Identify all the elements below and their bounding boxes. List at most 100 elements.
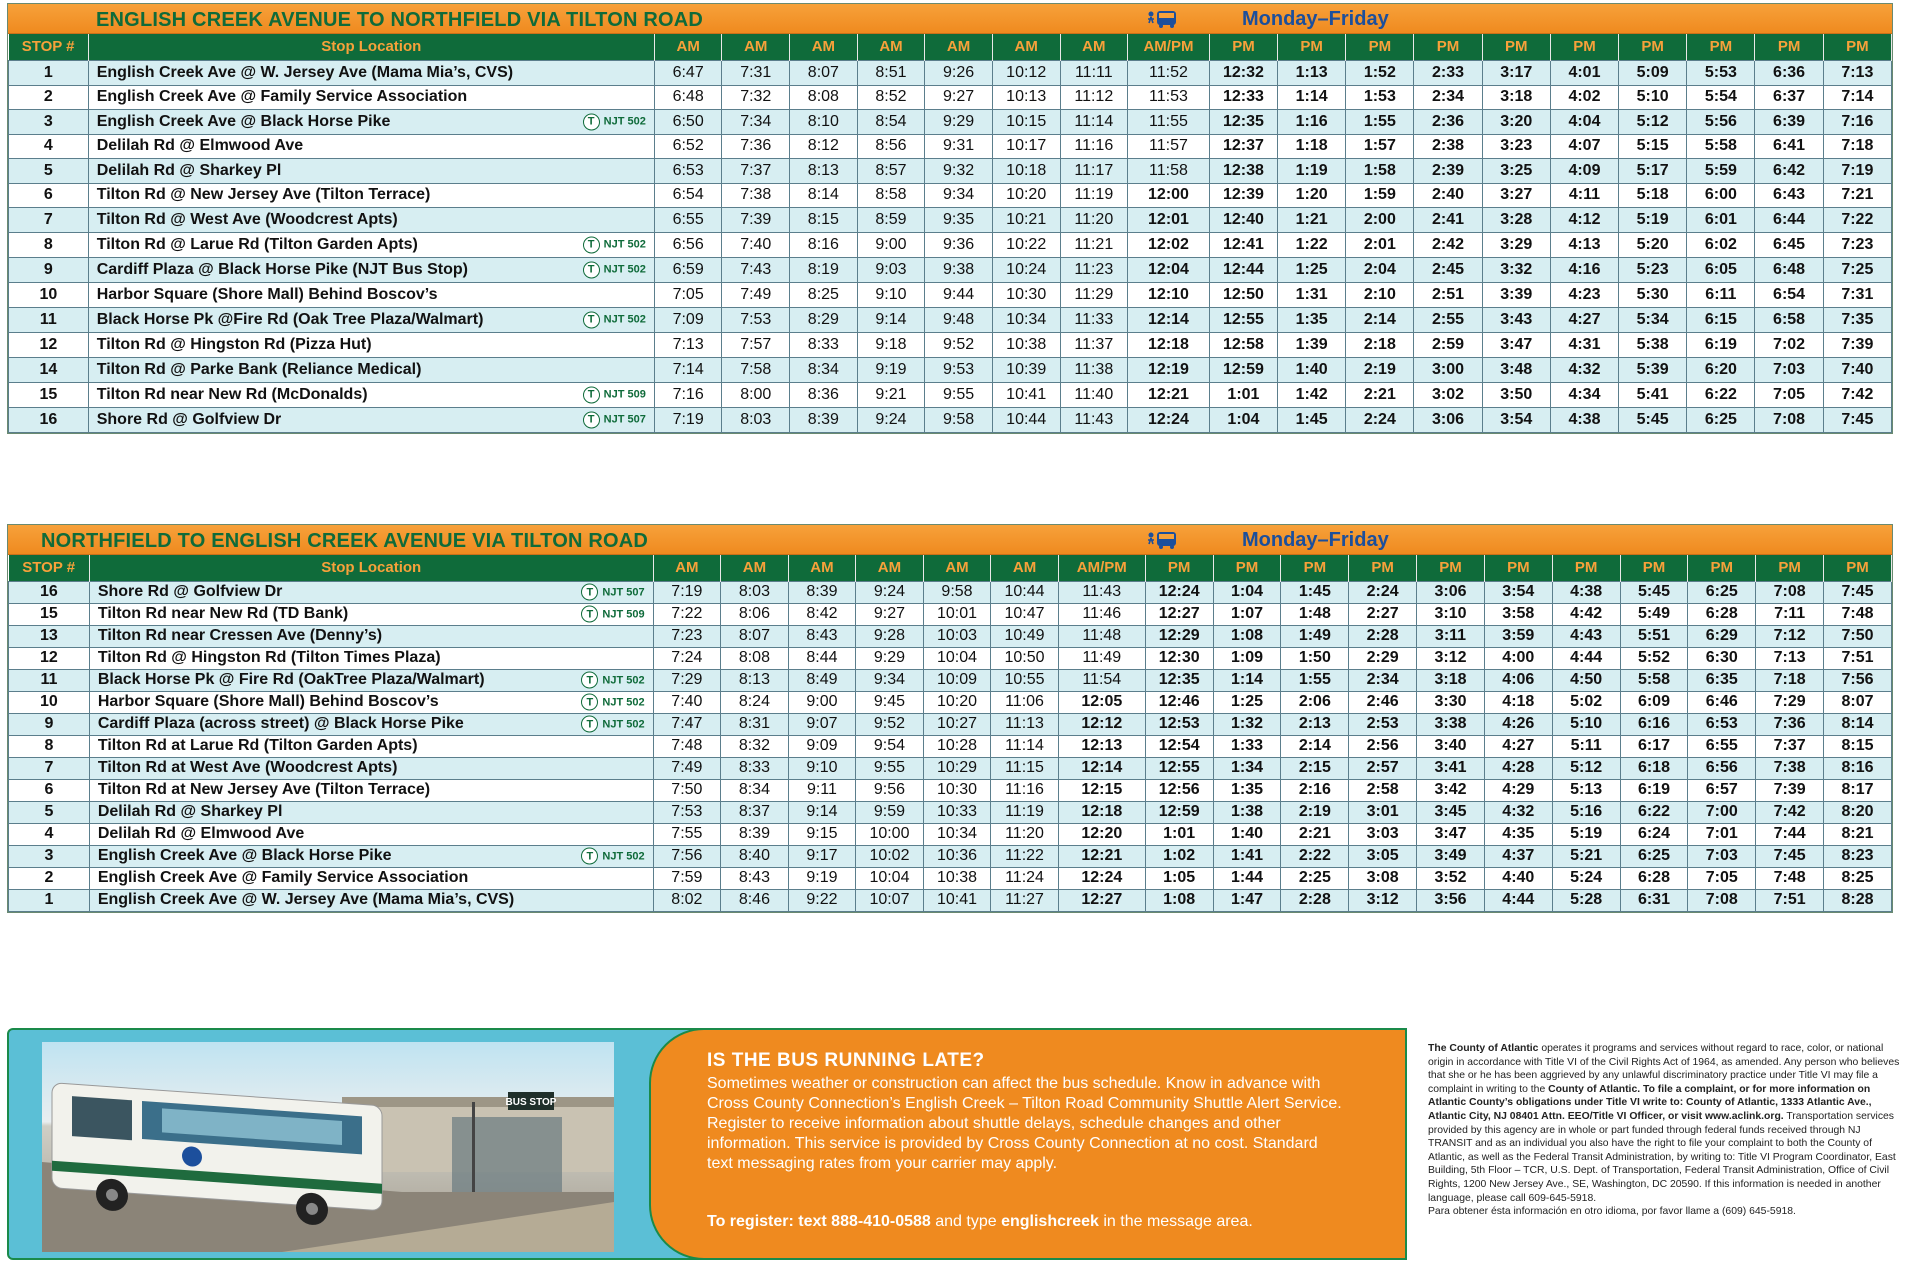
stop-number: 7: [8, 756, 90, 780]
departure-time: 5:19: [1551, 822, 1621, 846]
departure-time: 7:21: [1822, 182, 1893, 208]
header-period: PM: [1145, 555, 1214, 581]
departure-time: 10:02: [855, 844, 924, 868]
departure-time: 3:47: [1481, 331, 1551, 358]
departure-time: 12:54: [1144, 734, 1214, 758]
departure-time: 8:14: [1823, 712, 1892, 736]
departure-time: 12:27: [1057, 888, 1146, 912]
departure-time: 1:13: [1277, 59, 1347, 86]
header-period: PM: [1550, 34, 1620, 60]
departure-time: 4:18: [1483, 690, 1553, 714]
departure-time: 6:02: [1686, 231, 1756, 258]
departure-time: 12:41: [1208, 231, 1279, 258]
departure-time: 6:28: [1687, 602, 1757, 626]
departure-time: 7:13: [653, 331, 723, 358]
departure-time: 10:22: [991, 231, 1061, 258]
departure-time: 1:44: [1212, 866, 1282, 890]
departure-time: 4:27: [1549, 306, 1620, 333]
njt-route-label: NJT 509: [602, 608, 645, 620]
departure-time: 5:45: [1618, 406, 1688, 433]
departure-time: 7:58: [721, 356, 791, 383]
departure-time: 2:36: [1413, 108, 1483, 135]
departure-time: 8:49: [787, 668, 857, 692]
departure-time: 7:09: [653, 306, 723, 333]
departure-time: 5:39: [1618, 356, 1688, 383]
stop-location-cell: Tilton Rd @ Hingston Rd (Tilton Times Pl…: [88, 646, 654, 670]
title-vi-notice: The County of Atlantic operates it progr…: [1428, 1042, 1906, 1219]
departure-time: 11:15: [990, 756, 1059, 780]
departure-time: 4:44: [1551, 646, 1621, 670]
departure-time: 2:58: [1348, 778, 1418, 802]
departure-time: 8:08: [789, 84, 858, 110]
departure-time: 3:54: [1483, 580, 1553, 604]
departure-time: 8:32: [720, 734, 789, 758]
departure-time: 5:52: [1619, 646, 1689, 670]
departure-time: 12:46: [1144, 690, 1214, 714]
legal-spanish: Para obtener ésta información en otro id…: [1428, 1206, 1796, 1218]
departure-time: 11:58: [1127, 157, 1210, 184]
departure-time: 6:00: [1686, 182, 1756, 208]
departure-time: 6:29: [1687, 624, 1757, 648]
departure-time: 3:06: [1413, 406, 1483, 433]
departure-time: 9:21: [856, 381, 926, 408]
departure-time: 5:53: [1686, 59, 1756, 86]
departure-time: 2:56: [1348, 734, 1418, 758]
departure-time: 3:28: [1481, 206, 1551, 233]
stop-number: 6: [8, 778, 90, 802]
header-period: AM: [721, 34, 791, 60]
departure-time: 3:39: [1481, 281, 1551, 308]
departure-time: 1:38: [1212, 800, 1282, 824]
departure-time: 1:02: [1144, 844, 1214, 868]
legal-text: operates it programs and services withou…: [1428, 1043, 1900, 1095]
departure-time: 1:32: [1212, 712, 1282, 736]
departure-time: 1:47: [1212, 888, 1282, 912]
departure-time: 7:49: [721, 281, 791, 308]
departure-time: 9:27: [924, 84, 993, 110]
departure-time: 3:59: [1483, 624, 1553, 648]
departure-time: 4:12: [1549, 206, 1620, 233]
transit-t-icon: T: [581, 847, 599, 865]
departure-time: 1:16: [1277, 108, 1347, 135]
departure-time: 4:11: [1549, 182, 1620, 208]
departure-time: 7:16: [653, 381, 723, 408]
header-period: PM: [1213, 555, 1282, 581]
departure-time: 7:40: [721, 231, 791, 258]
departure-time: 5:30: [1618, 281, 1688, 308]
departure-time: 10:38: [922, 866, 992, 890]
stop-number: 3: [8, 108, 89, 135]
departure-time: 6:44: [1754, 206, 1824, 233]
departure-time: 8:28: [1823, 888, 1892, 912]
register-number: To register: text 888-410-0588: [707, 1213, 931, 1230]
departure-time: 3:54: [1481, 406, 1551, 433]
departure-time: 6:05: [1686, 256, 1756, 283]
departure-time: 7:38: [721, 182, 791, 208]
departure-time: 10:27: [922, 712, 992, 736]
departure-time: 1:05: [1144, 866, 1214, 890]
departure-time: 10:01: [922, 602, 992, 626]
departure-time: 12:30: [1144, 646, 1214, 670]
departure-time: 8:07: [1823, 690, 1892, 714]
header-period: PM: [1620, 555, 1689, 581]
departure-time: 8:56: [856, 133, 926, 159]
departure-time: 8:52: [856, 84, 926, 110]
departure-time: 11:52: [1127, 59, 1210, 86]
departure-time: 7:38: [1755, 756, 1825, 780]
departure-time: 1:22: [1277, 231, 1347, 258]
departure-time: 12:32: [1208, 59, 1279, 86]
bus-icon: [1148, 11, 1176, 28]
transit-t-icon: T: [581, 693, 599, 711]
departure-time: 7:24: [652, 646, 722, 670]
departure-time: 3:30: [1416, 690, 1485, 714]
departure-time: 9:35: [924, 206, 993, 233]
njt-route-label: NJT 509: [603, 388, 646, 401]
departure-time: 6:48: [1754, 256, 1824, 283]
departure-time: 8:43: [720, 866, 789, 890]
schedule-title-bar: ENGLISH CREEK AVENUE TO NORTHFIELD VIA T…: [8, 4, 1892, 34]
